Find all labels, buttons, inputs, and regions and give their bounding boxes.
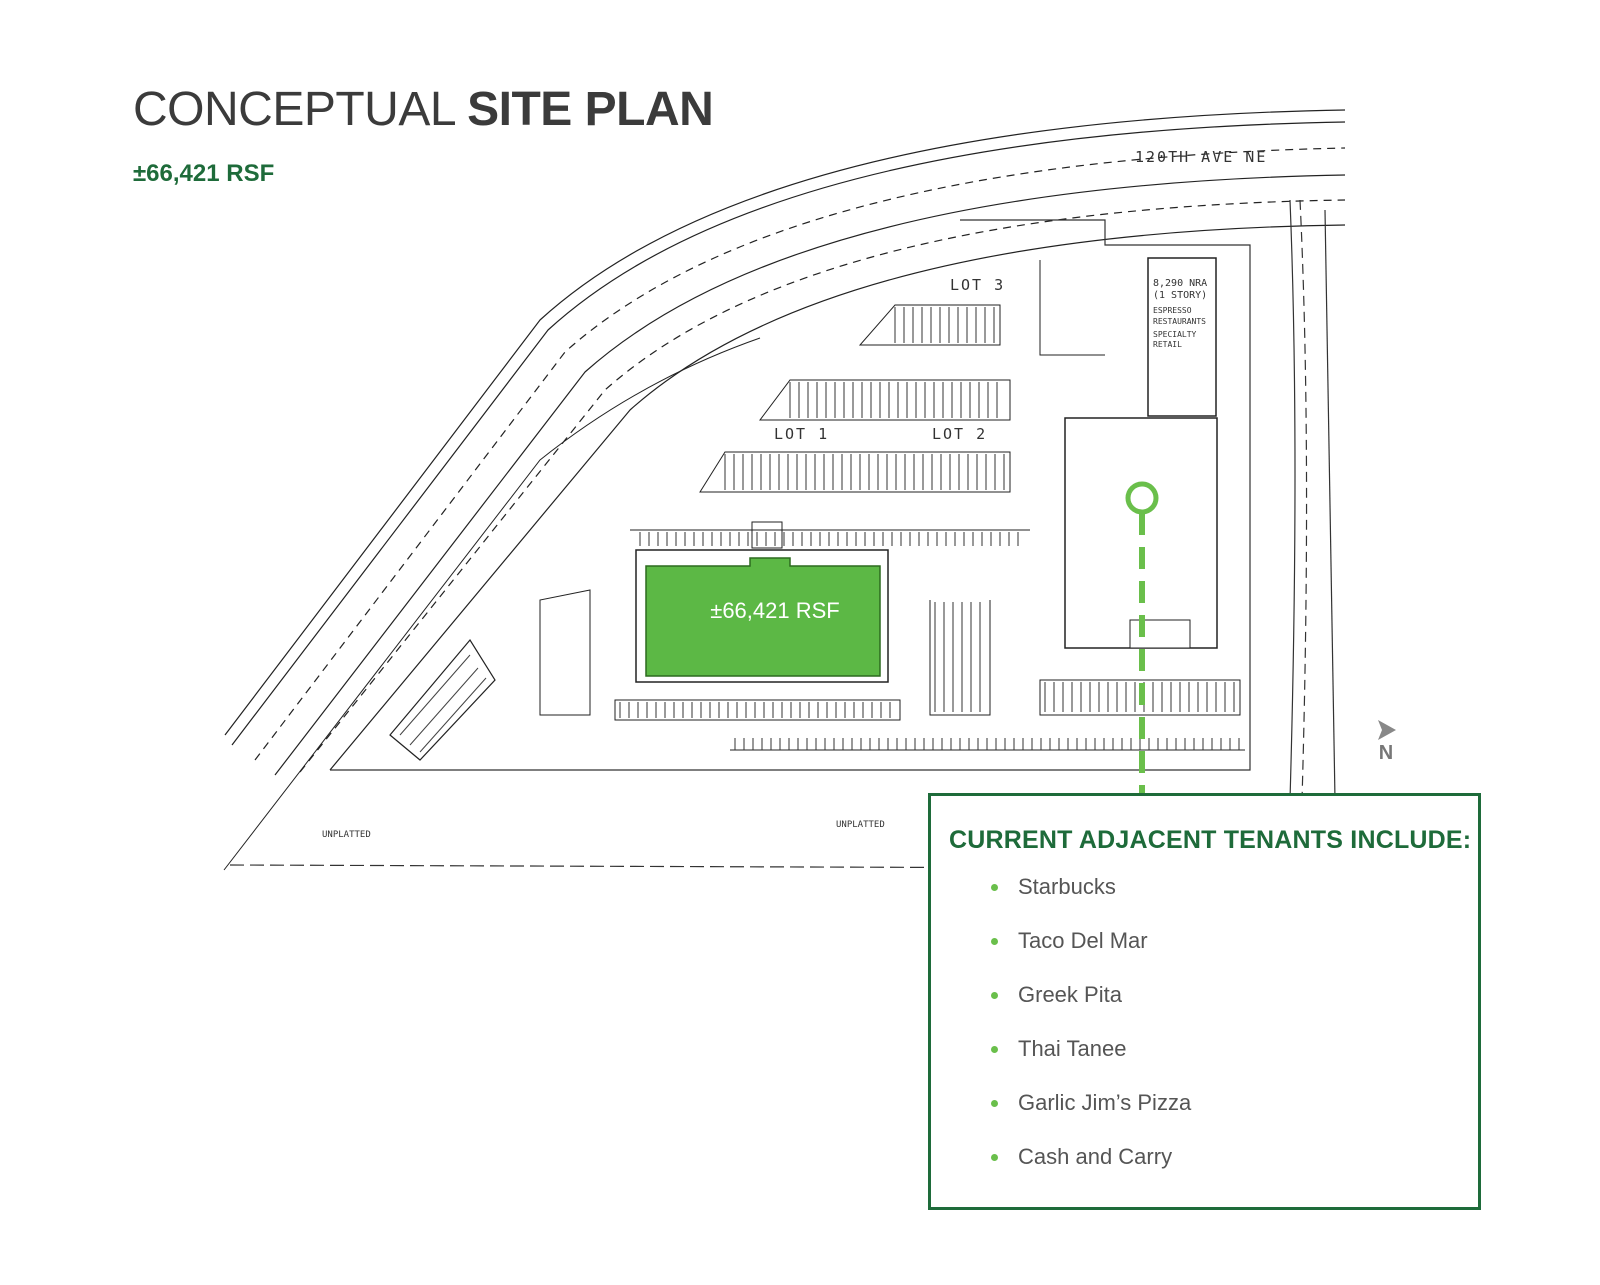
road-curve — [223, 109, 1346, 871]
pad-use-specialty: SPECIALTY — [1153, 330, 1197, 339]
bullet-icon — [991, 884, 998, 891]
building-area-label: ±66,421 RSF — [710, 598, 840, 623]
north-arrow: N — [1374, 718, 1404, 768]
tenant-name: Starbucks — [1018, 874, 1116, 899]
landscape-hatch — [399, 654, 487, 753]
landscape-wedge — [389, 638, 496, 761]
north-label: N — [1378, 742, 1394, 764]
parking-stalls — [619, 307, 1240, 750]
pad-area-label: 8,290 NRA — [1153, 278, 1208, 289]
main-building-outline — [635, 549, 889, 683]
tenant-name: Thai Tanee — [1018, 1036, 1127, 1061]
list-item: Cash and Carry — [991, 1144, 1191, 1198]
pad-story-label: (1 STORY) — [1153, 290, 1208, 301]
north-arrow-icon — [1378, 720, 1396, 740]
lot-2-label: LOT 2 — [932, 425, 988, 443]
list-item: Greek Pita — [991, 982, 1191, 1036]
bullet-icon — [991, 1154, 998, 1161]
pad-use-restaurants: RESTAURANTS — [1153, 317, 1206, 326]
tenant-name: Taco Del Mar — [1018, 928, 1148, 953]
location-marker — [1125, 481, 1159, 515]
bullet-icon — [991, 1046, 998, 1053]
street-label: 120TH AVE NE — [1135, 148, 1268, 166]
entry-pavers — [751, 521, 783, 549]
tenant-name: Cash and Carry — [1018, 1144, 1173, 1169]
bullet-icon — [991, 938, 998, 945]
pad-use-retail: RETAIL — [1153, 340, 1182, 349]
parking-rows — [539, 260, 1245, 751]
pad-building — [1147, 257, 1217, 417]
bullet-icon — [991, 992, 998, 999]
lot-1-label: LOT 1 — [774, 425, 830, 443]
list-item: Taco Del Mar — [991, 928, 1191, 982]
tenant-name: Garlic Jim’s Pizza — [1018, 1090, 1192, 1115]
site-boundary — [229, 199, 1336, 869]
unplatted-left-label: UNPLATTED — [322, 830, 371, 840]
bullet-icon — [991, 1100, 998, 1107]
page-title: CONCEPTUAL SITE PLAN — [133, 82, 714, 137]
main-building — [645, 557, 881, 677]
lot-3-label: LOT 3 — [950, 276, 1006, 294]
list-item: Thai Tanee — [991, 1036, 1191, 1090]
pad-use-espresso: ESPRESSO — [1153, 306, 1192, 315]
tenants-panel: CURRENT ADJACENT TENANTS INCLUDE: Starbu… — [928, 793, 1481, 1210]
list-item: Garlic Jim’s Pizza — [991, 1090, 1191, 1144]
rsf-subtitle: ±66,421 RSF — [133, 160, 275, 187]
title-bold: SITE PLAN — [467, 83, 714, 136]
unplatted-right-label: UNPLATTED — [836, 820, 885, 830]
tenant-list: Starbucks Taco Del Mar Greek Pita Thai T… — [991, 874, 1191, 1198]
tenants-heading: CURRENT ADJACENT TENANTS INCLUDE: — [949, 826, 1472, 854]
list-item: Starbucks — [991, 874, 1191, 928]
tenant-name: Greek Pita — [1018, 982, 1122, 1007]
title-light: CONCEPTUAL — [133, 83, 455, 136]
